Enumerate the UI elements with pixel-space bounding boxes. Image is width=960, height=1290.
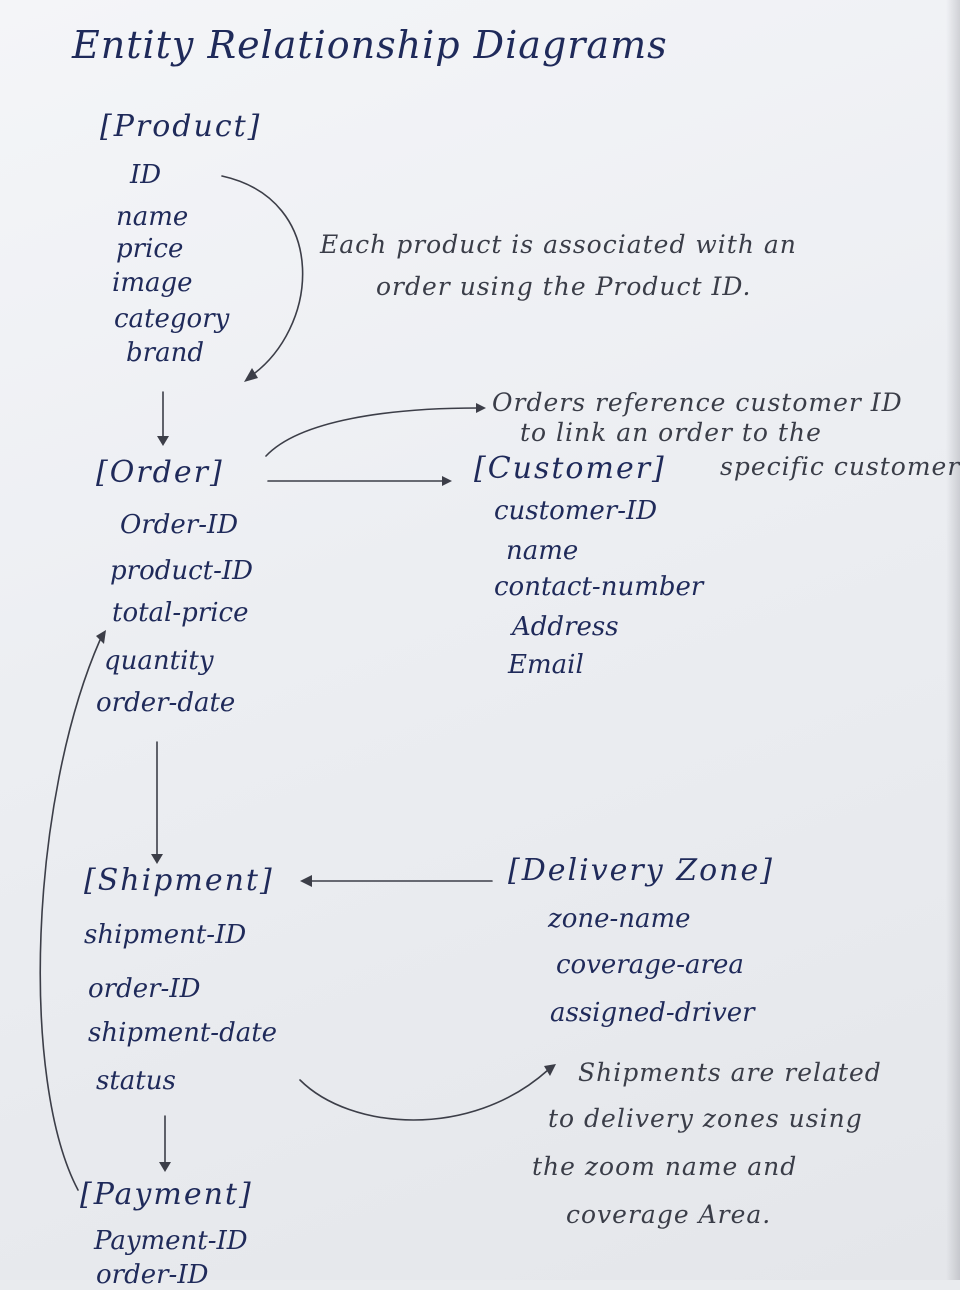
customer-entity-name: [Customer]	[474, 451, 666, 486]
product-order-note-line: Each product is associated with an	[320, 230, 797, 259]
product-attribute: ID	[130, 160, 162, 190]
status-note-curve	[299, 1069, 549, 1121]
order-attribute: order-date	[96, 688, 236, 718]
customer-attribute: contact-number	[494, 572, 704, 602]
shipment-zone-note-line: to delivery zones using	[548, 1104, 863, 1133]
product-order-note-line: order using the Product ID.	[376, 272, 752, 301]
customer-attribute: Email	[508, 650, 584, 680]
order-customer-arrowhead	[442, 476, 452, 486]
delivery-zone-attribute: assigned-driver	[550, 998, 755, 1028]
shipment-attribute: shipment-ID	[84, 920, 247, 950]
product-attribute: brand	[126, 338, 204, 368]
product-attribute: image	[112, 268, 193, 298]
payment-order-arrowhead	[96, 630, 106, 644]
delivery-zone-attribute: coverage-area	[556, 950, 744, 980]
payment-attribute: Payment-ID	[94, 1226, 248, 1256]
product-attribute: category	[114, 304, 230, 334]
order-shipment-arrowhead	[151, 854, 163, 864]
zone-shipment-arrowhead	[300, 875, 312, 887]
order-attribute: quantity	[104, 646, 214, 676]
order-customer-note-line: specific customer	[720, 452, 960, 481]
payment-attribute: order-ID	[96, 1260, 209, 1290]
shipment-zone-note-line: Shipments are related	[578, 1058, 882, 1087]
shipment-payment-arrowhead	[159, 1162, 171, 1172]
order-customer-note-line: Orders reference customer ID	[492, 388, 903, 417]
shipment-attribute: status	[96, 1066, 176, 1096]
delivery-zone-entity-name: [Delivery Zone]	[508, 853, 774, 888]
product-bracket-curve	[221, 175, 304, 379]
product-attribute: name	[116, 202, 189, 232]
payment-order-curve	[39, 639, 101, 1191]
order-customer-note-line: to link an order to the	[520, 418, 822, 447]
product-order-arrowhead	[157, 436, 169, 446]
order-note-curve	[265, 407, 479, 457]
customer-attribute: customer-ID	[494, 496, 658, 526]
customer-attribute: name	[506, 536, 579, 566]
product-bracket-arrowhead	[244, 368, 258, 382]
product-entity-name: [Product]	[100, 109, 262, 144]
shipment-zone-note-line: coverage Area.	[566, 1200, 772, 1229]
shipment-entity-name: [Shipment]	[84, 863, 274, 898]
payment-entity-name: [Payment]	[80, 1177, 253, 1212]
order-attribute: total-price	[112, 598, 249, 628]
order-note-arrowhead	[476, 403, 486, 413]
delivery-zone-attribute: zone-name	[548, 904, 691, 934]
order-attribute: Order-ID	[120, 510, 239, 540]
product-attribute: price	[116, 234, 184, 264]
customer-attribute: Address	[512, 612, 619, 642]
shipment-attribute: order-ID	[88, 974, 201, 1004]
status-note-arrowhead	[544, 1064, 556, 1076]
shipment-zone-note-line: the zoom name and	[532, 1152, 798, 1181]
paper-edge-shadow	[946, 0, 960, 1280]
shipment-attribute: shipment-date	[88, 1018, 278, 1048]
diagram-title: Entity Relationship Diagrams	[72, 23, 668, 67]
order-attribute: product-ID	[110, 556, 254, 586]
order-entity-name: [Order]	[96, 455, 224, 490]
